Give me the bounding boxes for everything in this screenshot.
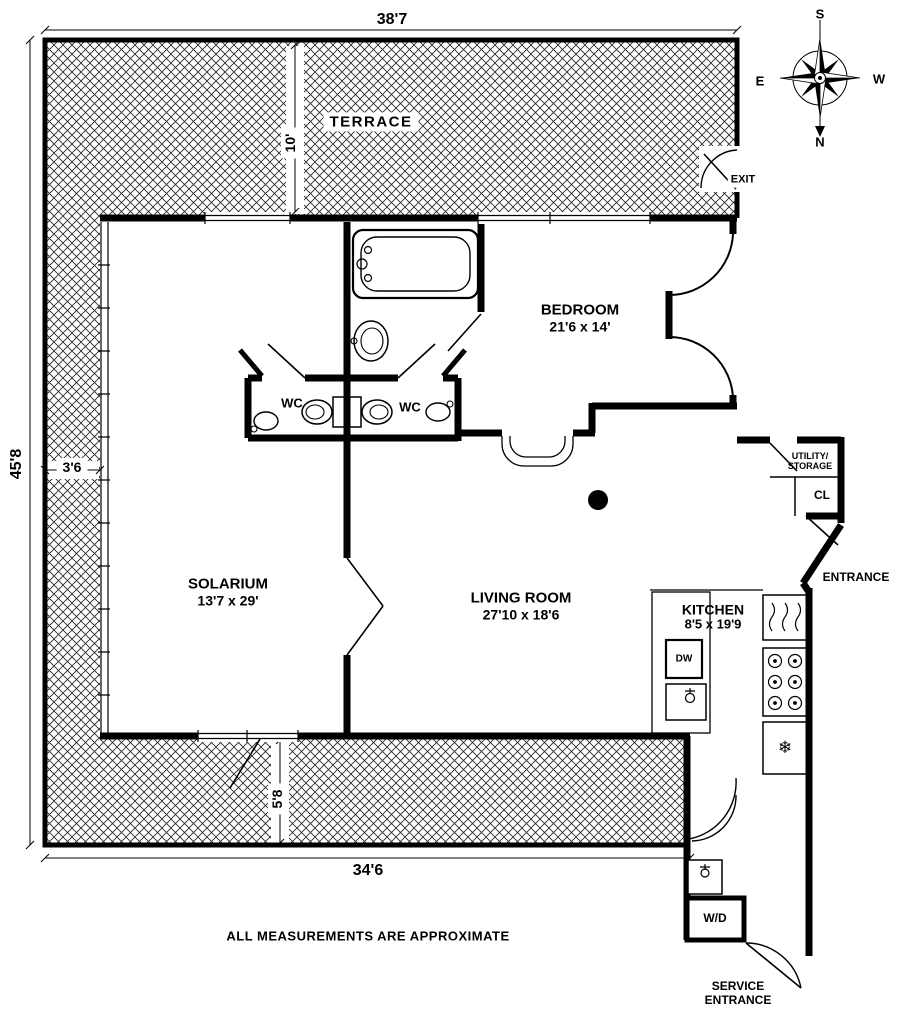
washer-dryer-label: W/D: [703, 911, 727, 926]
utility-label: UTILITY/ STORAGE: [787, 451, 833, 472]
bedroom-size: 21'6 x 14': [549, 318, 611, 335]
service-line2: ENTRANCE: [704, 993, 772, 1007]
utility-line2: STORAGE: [787, 461, 833, 471]
bathroom-fixtures: [250, 228, 480, 433]
kitchen-label: KITCHEN 8'5 x 19'9: [682, 601, 744, 632]
kitchen-name: KITCHEN: [681, 601, 745, 618]
column-dot: [588, 490, 608, 510]
washer-dryer-box: [684, 895, 747, 943]
bathroom-sink: [350, 320, 389, 362]
dishwasher-label: DW: [675, 653, 693, 665]
dimension-top: 38'7: [376, 10, 408, 28]
wc-left-label: WC: [281, 395, 303, 411]
service-entrance-label: SERVICE ENTRANCE: [704, 979, 772, 1008]
bedroom-steps: [501, 436, 574, 467]
toilet-right: [348, 396, 393, 428]
solarium-name: SOLARIUM: [188, 575, 268, 593]
stove-icon: [762, 647, 808, 717]
snowflake-icon: ❄: [777, 738, 793, 758]
exit-label: EXIT: [727, 172, 759, 188]
wc-door-jambs: [238, 348, 467, 378]
entrance-label: ENTRANCE: [822, 570, 890, 585]
bedroom-label: BEDROOM 21'6 x 14': [541, 301, 619, 334]
compass-north-label: N: [815, 134, 825, 150]
corner-sink-left: [250, 411, 279, 433]
dishwasher-box: [664, 638, 704, 680]
solarium-label: SOLARIUM 13'7 x 29': [188, 575, 268, 608]
corridor-doors: [688, 777, 737, 842]
kitchen-size: 8'5 x 19'9: [684, 616, 742, 632]
bottom-windows: [197, 730, 299, 742]
kitchen-sink: [665, 683, 707, 721]
service-line1: SERVICE: [711, 979, 765, 994]
dimension-bottom: 34'6: [352, 861, 384, 879]
kitchen-fixtures: [650, 589, 808, 775]
bathtub: [351, 228, 480, 300]
left-windows: [98, 222, 110, 733]
vent-box: [762, 594, 808, 641]
bedroom-name: BEDROOM: [540, 301, 620, 319]
fridge-box: [762, 721, 808, 775]
door-leaves: [229, 313, 839, 789]
dimension-terrace-depth: 10': [280, 127, 300, 159]
dimension-side: 3'6: [56, 457, 88, 477]
terrace-label: TERRACE: [323, 112, 419, 132]
solarium-size: 13'7 x 29': [197, 592, 259, 609]
corner-sink-right: [425, 400, 454, 422]
living-room-name: LIVING ROOM: [470, 589, 572, 607]
utility-closet-walls: [770, 476, 841, 516]
compass-rose: [779, 20, 861, 137]
closet-label: CL: [814, 488, 830, 503]
compass-south-label: S: [815, 6, 825, 22]
dimension-lines: [25, 25, 742, 863]
toilet-left: [301, 396, 346, 428]
utility-line1: UTILITY/: [791, 451, 829, 462]
living-room-size: 27'10 x 18'6: [482, 606, 560, 623]
terrace-hatch: [45, 40, 737, 845]
compass-west-label: W: [872, 71, 886, 87]
top-windows: [204, 212, 651, 224]
living-room-label: LIVING ROOM 27'10 x 18'6: [471, 589, 572, 622]
terrace-border: [42, 37, 740, 848]
service-area: [684, 859, 802, 989]
compass-east-label: E: [755, 73, 765, 89]
dimension-bottom-side: 5'8: [267, 783, 287, 815]
disclaimer: ALL MEASUREMENTS ARE APPROXIMATE: [226, 928, 510, 944]
wc-right-label: WC: [399, 399, 421, 415]
service-sink: [687, 859, 723, 895]
dimension-left: 45'8: [7, 448, 25, 480]
bedroom-curved-doors: [668, 233, 734, 399]
